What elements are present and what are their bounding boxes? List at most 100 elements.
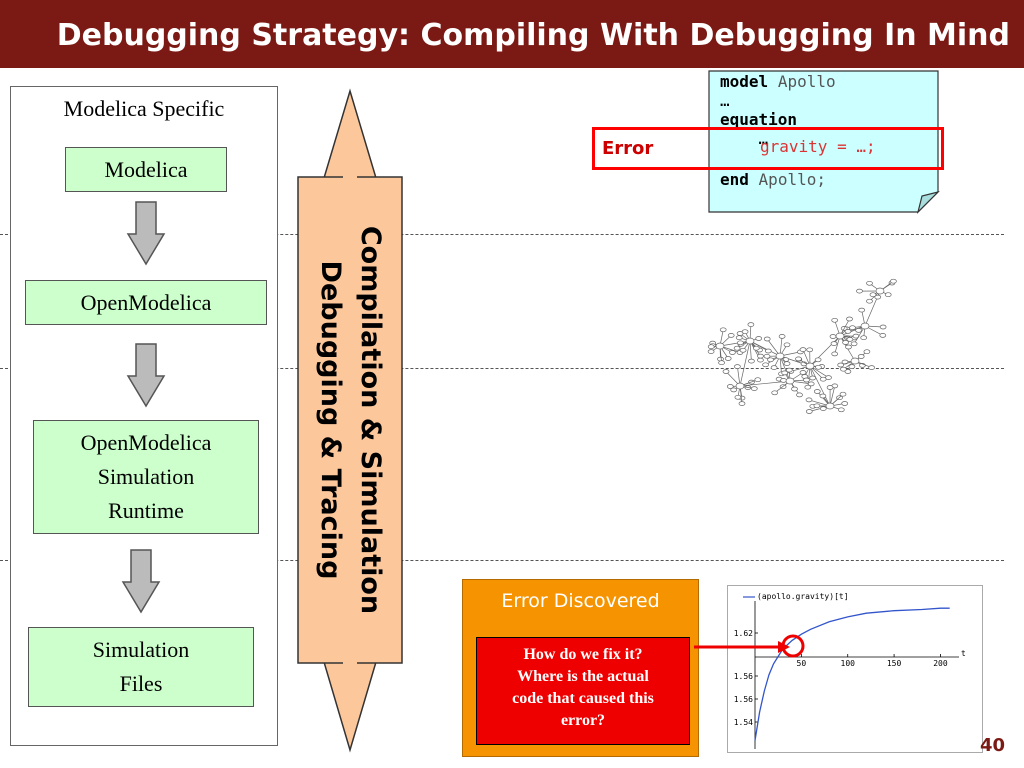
graph-node [783,342,791,348]
graph-node [796,392,803,398]
arrow-label-line2: Debugging & Tracing [315,260,346,580]
graph-node [841,401,849,406]
compilation-debugging-arrow [297,88,403,753]
down-arrow-icon [121,549,161,614]
graph-node [869,292,877,298]
question-box [476,637,690,745]
graph-node [785,367,793,373]
graph-node [860,322,870,330]
graph-node [829,334,837,339]
graph-node [830,341,838,346]
graph-node [866,298,873,304]
graph-node [736,331,744,336]
graph-node [795,356,802,362]
graph-node [737,340,744,346]
graph-node [747,322,755,327]
graph-node [842,340,849,345]
graph-node [780,378,787,383]
call-graph-illustration [707,278,897,414]
x-tick-label: 50 [797,659,807,668]
graph-node [819,376,827,382]
graph-node [805,397,813,403]
code-keyword: equation [720,110,798,129]
step-simulation-files: Simulation Files [28,627,254,707]
error-label: Error [602,138,654,159]
graph-node [719,327,727,333]
code-keyword: end [720,170,749,189]
graph-node [825,402,835,410]
graph-node [804,384,812,390]
graph-node [848,364,856,369]
down-arrow-icon [126,343,166,408]
graph-node [718,360,725,366]
x-axis-label: t [961,649,966,658]
error-point-marker [781,634,805,658]
x-tick-label: 150 [887,659,902,668]
graph-node [846,337,854,342]
graph-node [814,357,822,363]
y-tick-label: 1.62 [734,629,753,638]
step-openmodelica: OpenModelica [25,280,267,325]
graph-node [715,342,725,350]
graph-node [730,387,738,393]
graph-node [866,280,873,286]
graph-node [757,353,764,359]
series-line [754,607,950,741]
graph-node [860,335,868,341]
step-label: Simulation Files [92,637,190,696]
graph-node [771,390,779,396]
graph-node [837,407,845,413]
graph-node [757,357,764,363]
graph-node [805,362,815,370]
graph-node [727,333,735,338]
code-identifier: Apollo [777,72,836,91]
code-end-line: end Apollo; [720,170,826,189]
legend-label: (apollo.gravity)[t] [757,592,849,601]
question-text: How do we fix it? Where is the actual co… [512,646,654,729]
graph-node [875,287,885,295]
graph-node [837,362,845,368]
code-equation-line: gravity = …; [760,137,876,156]
graph-node [831,351,839,357]
graph-node [745,337,755,345]
graph-node [775,352,785,360]
graph-edge [739,340,751,387]
graph-node [783,361,791,366]
panel-heading: Modelica Specific [63,96,225,121]
graph-node [735,382,745,390]
graph-node [748,358,755,364]
graph-node [879,333,887,338]
graph-node [845,344,852,350]
graph-node [778,334,786,339]
separator-line [0,234,1004,235]
graph-node [722,369,730,374]
step-label: Modelica [104,156,188,182]
graph-node [809,375,817,381]
code-snippet: model Apollo … equation … [720,72,836,148]
step-modelica: Modelica [65,147,227,192]
graph-node [813,389,821,394]
step-label: OpenModelica [80,289,212,315]
graph-node [781,370,789,376]
graph-node [799,370,807,375]
graph-node [844,369,852,374]
code-keyword: model [720,72,769,91]
graph-node [844,329,852,334]
down-arrow-icon [126,201,166,266]
slide-title: Debugging Strategy: Compiling With Debug… [56,18,1010,53]
separator-line [0,368,1004,369]
graph-node [831,317,839,323]
step-simulation-runtime: OpenModelica Simulation Runtime [33,420,259,534]
y-tick-label: 1.54 [734,718,753,727]
graph-node [750,386,758,391]
graph-node [763,336,771,342]
graph-node [734,364,741,369]
graph-node [884,292,892,298]
graph-node [754,377,762,383]
graph-node [707,344,715,350]
graph-node [803,377,810,383]
code-identifier: Apollo; [758,170,826,189]
code-note-box [708,70,940,214]
graph-node [857,354,865,359]
x-tick-label: 100 [841,659,856,668]
